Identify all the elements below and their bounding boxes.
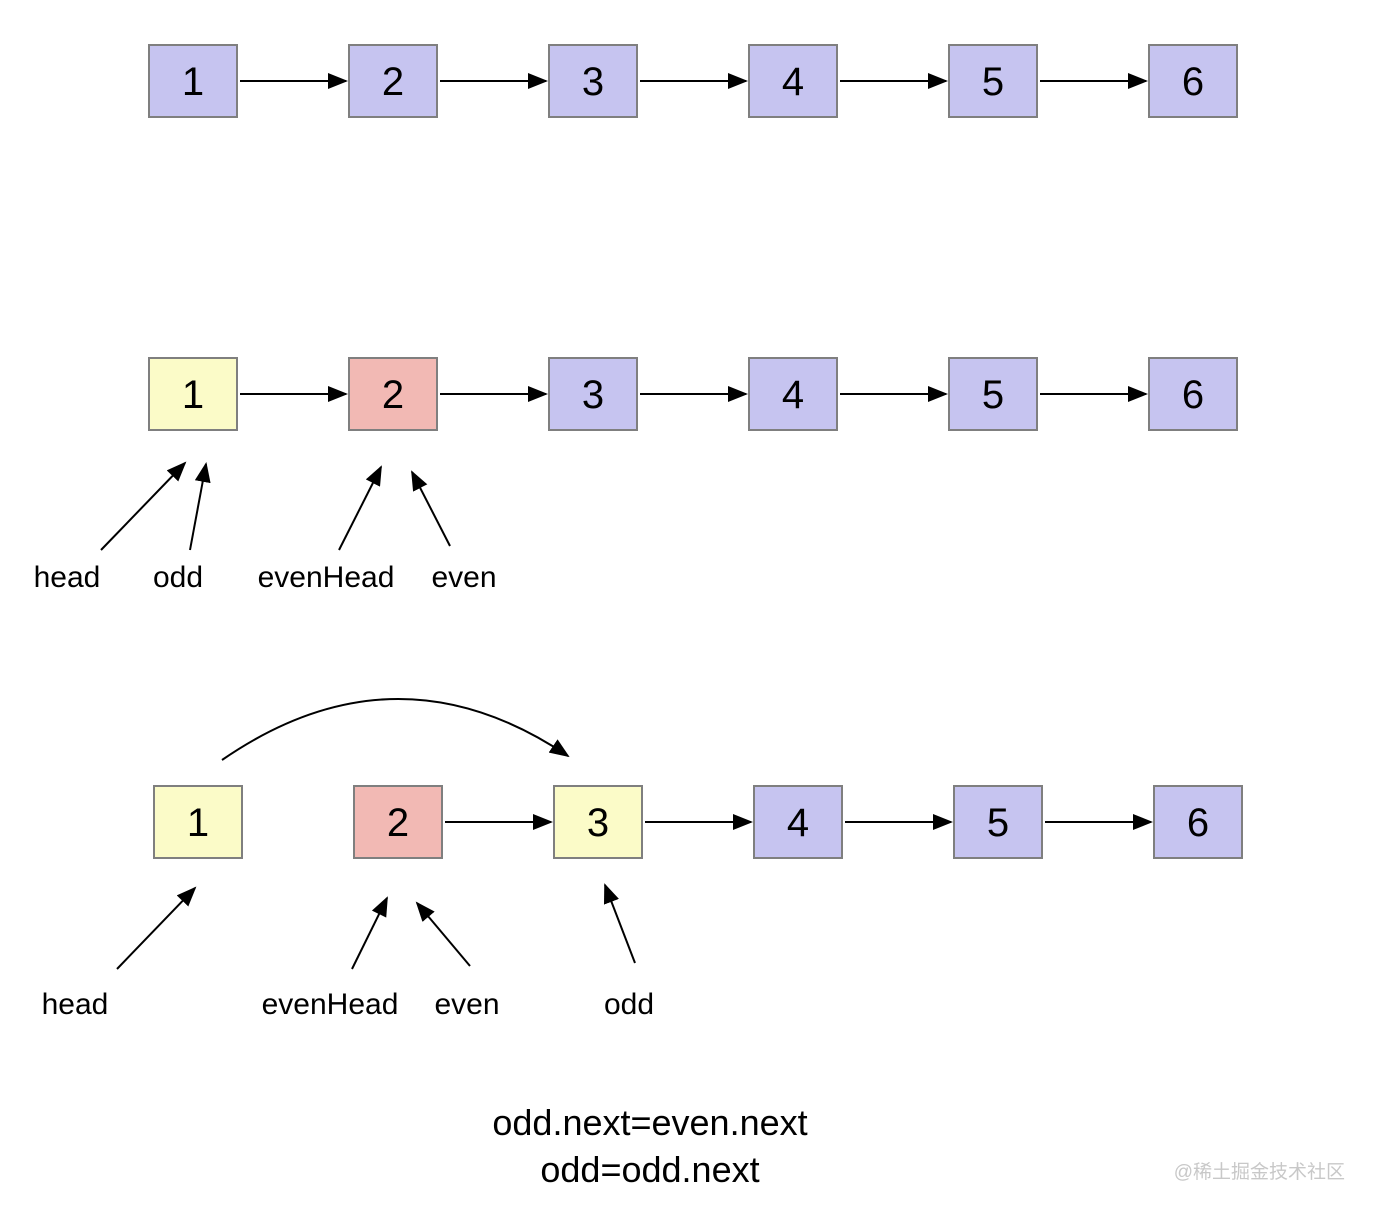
node-value: 4 (787, 801, 809, 845)
node-value: 2 (382, 373, 404, 417)
node-box (148, 44, 238, 118)
node-value: 1 (187, 801, 209, 845)
pointer-arrow-head (100, 461, 187, 551)
pointer-arrow-evenhead (351, 896, 388, 970)
code-caption: odd.next=even.next odd=odd.next (492, 1102, 807, 1190)
node-box (548, 357, 638, 431)
code-line: odd=odd.next (540, 1149, 759, 1190)
node-box (1148, 44, 1238, 118)
pointer-arrow-odd (603, 883, 636, 964)
node-value: 3 (587, 801, 609, 845)
node-box (953, 785, 1043, 859)
node-box (948, 44, 1038, 118)
node-value: 6 (1182, 60, 1204, 104)
node-box (148, 357, 238, 431)
node-value: 2 (382, 60, 404, 104)
step-row: 1 2 3 4 5 6 head evenHead even odd (42, 698, 1243, 1021)
node-box (1148, 357, 1238, 431)
node-value: 1 (182, 373, 204, 417)
pointer-arrow-evenhead (338, 465, 382, 551)
node-value: 3 (582, 60, 604, 104)
pointer-label-even: even (434, 988, 499, 1021)
node-value: 6 (1187, 801, 1209, 845)
pointer-arrow-even (415, 901, 471, 967)
node-value: 1 (182, 60, 204, 104)
watermark-text: @稀土掘金技术社区 (1174, 1161, 1345, 1183)
odd-next-arc-arrow (221, 698, 570, 761)
node-box (348, 357, 438, 431)
pointer-label-odd: odd (604, 988, 654, 1021)
pointer-arrow-even (411, 470, 451, 547)
node-box (353, 785, 443, 859)
node-box (553, 785, 643, 859)
node-box (548, 44, 638, 118)
pointer-arrow-odd (189, 462, 211, 551)
node-value: 5 (982, 60, 1004, 104)
node-box (153, 785, 243, 859)
node-value: 6 (1182, 373, 1204, 417)
node-box (753, 785, 843, 859)
node-value: 5 (987, 801, 1009, 845)
pointer-arrow-head (116, 886, 197, 970)
pointer-label-even: even (431, 561, 496, 594)
node-box (748, 44, 838, 118)
node-box (1153, 785, 1243, 859)
pointer-label-evenhead: evenHead (258, 561, 395, 594)
node-box (748, 357, 838, 431)
initial-list-row: 1 2 3 4 5 6 (148, 44, 1238, 118)
node-value: 2 (387, 801, 409, 845)
node-value: 5 (982, 373, 1004, 417)
pointer-init-row: 1 2 3 4 5 6 head odd evenHead even (34, 357, 1238, 594)
pointer-label-evenhead: evenHead (262, 988, 399, 1021)
node-box (948, 357, 1038, 431)
node-value: 3 (582, 373, 604, 417)
pointer-label-head: head (34, 561, 101, 594)
pointer-label-head: head (42, 988, 109, 1021)
pointer-label-odd: odd (153, 561, 203, 594)
code-line: odd.next=even.next (492, 1102, 807, 1143)
node-value: 4 (782, 60, 804, 104)
node-box (348, 44, 438, 118)
node-value: 4 (782, 373, 804, 417)
